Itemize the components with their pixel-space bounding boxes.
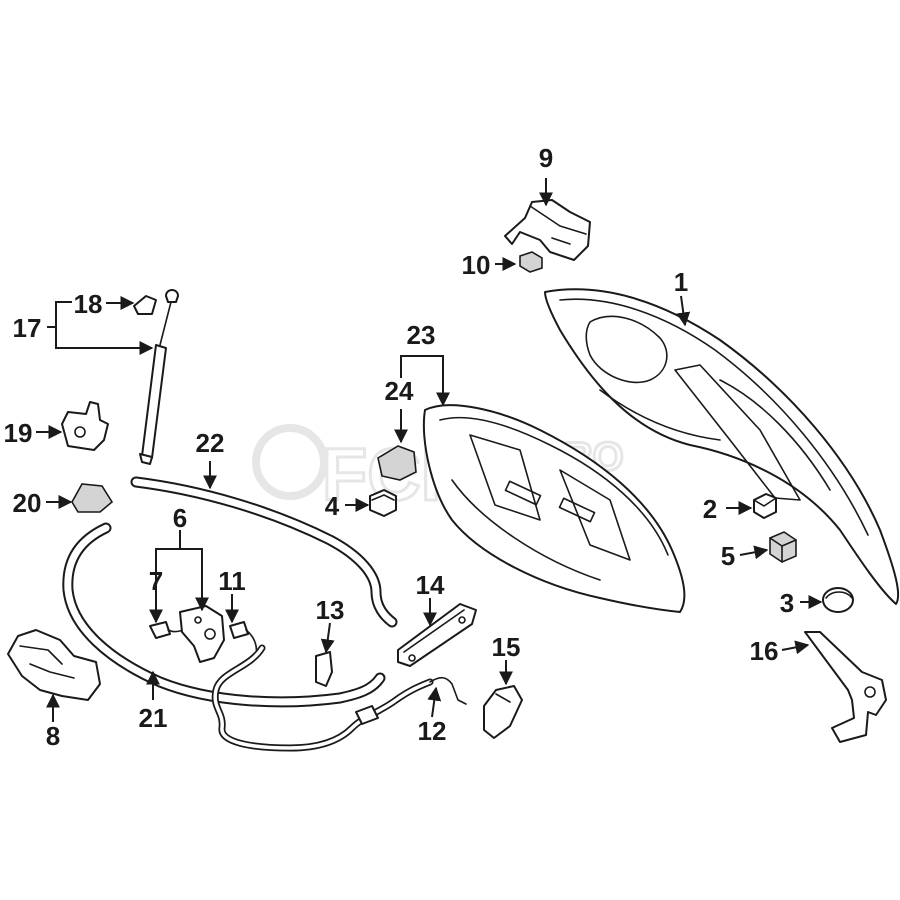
callout-19[interactable]: 19 [4,418,33,448]
seal-pad-20[interactable] [71,483,114,513]
hood-plug-3[interactable] [822,587,854,613]
latch-grommet-10[interactable] [519,251,543,273]
callout-20[interactable]: 20 [13,488,42,518]
hood-panel[interactable] [544,288,900,605]
callout-12[interactable]: 12 [418,716,447,746]
callout-4[interactable]: 4 [325,491,340,521]
callout-leaders [36,178,823,722]
hood-latch-bracket-9[interactable] [504,199,591,261]
callout-2[interactable]: 2 [703,494,717,524]
callout-22[interactable]: 22 [196,428,225,458]
pad-retainer[interactable] [377,445,417,481]
callout-14[interactable]: 14 [416,570,445,600]
callout-18[interactable]: 18 [74,289,103,319]
hood-nut-5[interactable] [769,531,797,563]
callout-8[interactable]: 8 [46,721,60,751]
latch-switch-11[interactable] [229,621,258,657]
hood-insulation-pad[interactable] [422,404,686,613]
hood-seal-22[interactable] [130,476,398,628]
bumper-cushion-2[interactable] [753,493,777,519]
callout-23[interactable]: 23 [407,320,436,350]
hood-hinge[interactable] [804,631,887,743]
splash-shield-8[interactable] [7,629,101,701]
strut-clip-18[interactable] [133,295,157,315]
hood-latch-6[interactable] [179,605,225,663]
callout-15[interactable]: 15 [492,632,521,662]
hood-seal-21[interactable] [62,522,386,708]
callout-5[interactable]: 5 [721,541,735,571]
callout-24[interactable]: 24 [385,376,414,406]
release-cable[interactable] [211,644,467,752]
deflector-15[interactable] [483,685,523,739]
callout-1[interactable]: 1 [674,267,688,297]
bumper-stop-4[interactable] [369,489,397,517]
callout-labels: 1 2 3 4 5 6 7 8 9 10 11 12 13 14 15 16 1… [4,143,795,751]
callout-9[interactable]: 9 [539,143,553,173]
callout-6[interactable]: 6 [173,503,187,533]
cable-clip-13[interactable] [315,651,333,687]
callout-16[interactable]: 16 [750,636,779,666]
hood-support-strut[interactable] [139,289,179,465]
callout-3[interactable]: 3 [780,588,794,618]
callout-17[interactable]: 17 [13,313,42,343]
callout-13[interactable]: 13 [316,595,345,625]
hood-bracket-14[interactable] [397,603,477,667]
callout-10[interactable]: 10 [462,250,491,280]
callout-21[interactable]: 21 [139,703,168,733]
callout-7[interactable]: 7 [149,566,163,596]
strut-bracket-19[interactable] [61,401,109,451]
callout-11[interactable]: 11 [218,566,246,596]
